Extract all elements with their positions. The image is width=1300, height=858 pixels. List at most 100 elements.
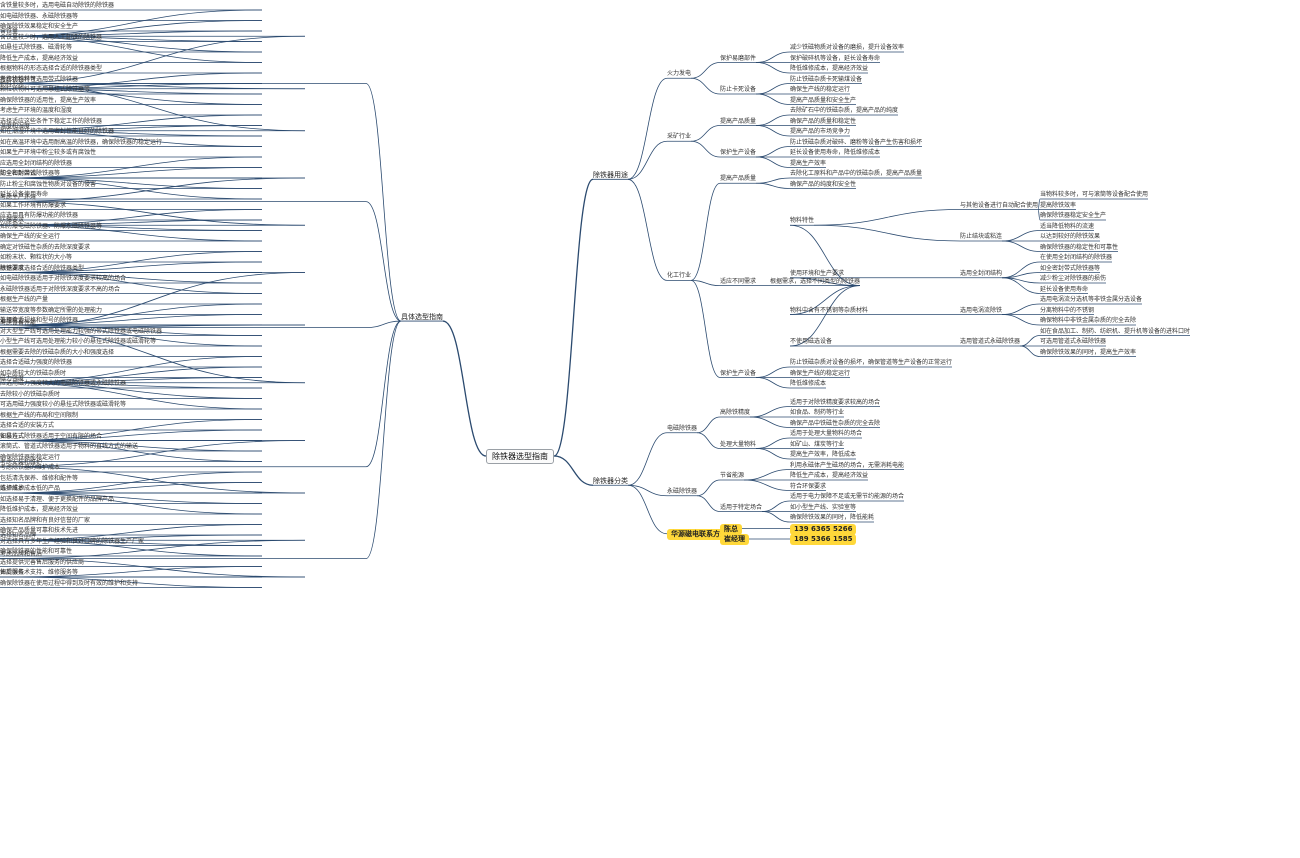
topic-node-109[interactable]: 在使用全封闭结构的除铁器 [1040,253,1112,263]
topic-node-36[interactable]: 如电磁除铁器适用于对除铁深度要求较高的场合 [0,274,262,284]
topic-node-78[interactable]: 保护破碎机等设备，延长设备寿命 [790,54,880,64]
topic-node-43[interactable]: 小型生产线可选用处理能力较小的悬挂式除铁器或磁滑轮等 [0,337,262,347]
topic-node-46[interactable]: 选择合适磁力强度的除铁器 [0,358,262,368]
topic-node-66[interactable]: 选择知名品牌和有良好信誉的厂家 [0,516,262,526]
topic-node-117[interactable]: 确保物料中非铁金属杂质的完全去除 [1040,316,1136,326]
topic-node-145[interactable]: 确保除铁效果的同时，降低能耗 [790,513,874,523]
topic-node-90[interactable]: 防止铁磁杂质对破碎、磨粉等设备产生伤害和损坏 [790,138,922,148]
contact-node-147[interactable]: 陈总 [720,523,742,535]
topic-node-91[interactable]: 延长设备使用寿命，降低维修成本 [790,148,880,158]
topic-node-111[interactable]: 减少粉尘对除铁器的损伤 [1040,274,1106,284]
topic-node-60[interactable]: 包括清洗保养、维修和配件等 [0,474,262,484]
topic-node-131[interactable]: 如食品、制药等行业 [790,408,844,418]
topic-node-16[interactable]: 选择适应这些条件下稳定工作的除铁器 [0,117,262,127]
topic-node-123[interactable]: 保护生产设备 [720,369,756,379]
topic-node-1[interactable]: 考虑物料特性 [0,75,366,85]
topic-node-112[interactable]: 延长设备使用寿命 [1040,285,1088,295]
topic-node-114[interactable]: 选用电涡流除铁 [960,306,1002,316]
topic-node-103[interactable]: 防止结块或粘连 [960,232,1002,242]
topic-node-5[interactable]: 确保除铁效果稳定和安全生产 [0,22,262,32]
topic-node-3[interactable]: 含铁量较多时，选用电磁自动除铁的除铁器 [0,1,262,11]
topic-node-10[interactable]: 根据物料的形态选择合适的除铁器类型 [0,64,262,74]
topic-node-22[interactable]: 应选用全封闭结构的除铁器 [0,159,262,169]
topic-node-13[interactable]: 确保除铁器的适用性，提高生产效率 [0,96,262,106]
topic-node-144[interactable]: 如小型生产线、实验室等 [790,503,856,513]
topic-node-70[interactable]: 售后服务 [0,568,305,578]
topic-node-94[interactable]: 提高产品质量 [720,174,756,184]
topic-node-56[interactable]: 滚筒式、管道式除铁器适用于物料的直线方式的输送 [0,442,262,452]
topic-node-69[interactable]: 确保除铁器的性能和可靠性 [0,547,262,557]
topic-node-34[interactable]: 如粉末状、颗粒状的大小等 [0,253,262,263]
topic-node-33[interactable]: 确定对铁磁性杂质的去除深度要求 [0,243,262,253]
topic-node-136[interactable]: 提高生产效率，降低成本 [790,450,856,460]
topic-node-96[interactable]: 确保产品的纯度和安全性 [790,180,856,190]
topic-node-99[interactable]: 与其他设备进行自动配合使用 [960,201,1038,211]
topic-node-75[interactable]: 火力发电 [667,69,691,79]
topic-node-37[interactable]: 永磁除铁器适用于对除铁深度要求不高的场合 [0,285,262,295]
topic-node-48[interactable]: 应选用磁力强度较大的电磁除铁器或永磁除铁器 [0,379,262,389]
topic-node-108[interactable]: 选用全封闭结构 [960,269,1002,279]
topic-node-41[interactable]: 选择合适规格和型号的除铁器 [0,316,262,326]
topic-node-88[interactable]: 提高产品的市场竞争力 [790,127,850,137]
topic-node-105[interactable]: 以达到较好的除铁效果 [1040,232,1100,242]
topic-node-31[interactable]: 考虑设备性能 [0,319,366,329]
topic-node-11[interactable]: 粉粒状物料可选用带式除铁器 [0,75,262,85]
topic-node-14[interactable]: 温度和湿度 [0,122,305,132]
topic-node-24[interactable]: 防止粉尘和腐蚀性物质对设备的侵害 [0,180,262,190]
topic-node-8[interactable]: 降低生产成本，提高经济效益 [0,54,262,64]
topic-node-27[interactable]: 如果工作环境有防爆要求 [0,201,262,211]
topic-node-4[interactable]: 如电磁除铁器、永磁除铁器等 [0,12,262,22]
topic-node-67[interactable]: 确保产品质量可靠和技术先进 [0,526,262,536]
topic-node-120[interactable]: 如在食品加工、制药、纺织机、提升机等设备的进料口时 [1040,327,1190,337]
topic-node-44[interactable]: 磁力强度 [0,374,305,384]
topic-node-93[interactable]: 化工行业 [667,271,691,281]
topic-node-12[interactable]: 颗粒状物料可选用悬挂式除铁器等 [0,85,262,95]
topic-node-64[interactable]: 考虑品牌和售后 [0,550,366,560]
topic-node-125[interactable]: 确保生产线的稳定运行 [790,369,850,379]
root-topic[interactable]: 除铁器选型指南 [486,449,554,464]
topic-node-21[interactable]: 如果生产环境中粉尘较多或有腐蚀性 [0,148,262,158]
topic-node-2[interactable]: 含铁量 [0,27,305,37]
topic-node-130[interactable]: 适用于对除铁精度要求较高的场合 [790,398,880,408]
topic-node-51[interactable]: 考虑安装和维护 [0,458,366,468]
topic-node-49[interactable]: 去除较小的铁磁杂质时 [0,390,262,400]
topic-node-132[interactable]: 确保产品中铁磁性杂质的完全去除 [790,419,880,429]
topic-node-53[interactable]: 根据生产线的布局和空间限制 [0,411,262,421]
topic-node-89[interactable]: 保护生产设备 [720,148,756,158]
contact-node-150[interactable]: 189 5366 1585 [790,534,857,545]
topic-node-77[interactable]: 减少铁磁物质对设备的磨损，提升设备效率 [790,43,904,53]
contact-node-149[interactable]: 崔经理 [720,534,749,545]
topic-node-140[interactable]: 降低生产成本，提高经济效益 [790,471,868,481]
topic-node-71[interactable]: 选择提供完善售后服务的供应商 [0,558,262,568]
topic-node-100[interactable]: 当物料较多时，可与滚筒等设备配合使用 [1040,190,1148,200]
topic-node-110[interactable]: 如全密封带式除铁器等 [1040,264,1100,274]
topic-node-52[interactable]: 安装方式 [0,432,305,442]
topic-node-28[interactable]: 应选用具有防爆功能的除铁器 [0,211,262,221]
topic-node-83[interactable]: 提高产品质量和安全生产 [790,96,856,106]
topic-node-85[interactable]: 提高产品质量 [720,117,756,127]
topic-node-54[interactable]: 选择合适的安装方式 [0,421,262,431]
topic-node-65[interactable]: 选择知名品牌 [0,531,305,541]
topic-node-104[interactable]: 适当降低物料的流速 [1040,222,1094,232]
topic-node-97[interactable]: 适应不同需求根据需求，选择不同类型的除铁器 [720,277,860,287]
topic-node-102[interactable]: 确保除铁器稳定安全生产 [1040,211,1106,221]
topic-node-139[interactable]: 利用永磁体产生磁场的场合，无需消耗电能 [790,461,904,471]
topic-node-72[interactable]: 如提供技术支持、维修服务等 [0,568,262,578]
topic-node-126[interactable]: 降低维修成本 [790,379,826,389]
topic-node-0[interactable]: 具体选型指南 [401,312,443,322]
topic-node-79[interactable]: 降低维修成本，提高经济效益 [790,64,868,74]
topic-node-61[interactable]: 选择维护成本低的产品 [0,484,262,494]
topic-node-73[interactable]: 确保除铁器在使用过程中得到及时有效的维护和支持 [0,579,262,589]
topic-node-107[interactable]: 使用环境和生产要求 [790,269,844,279]
topic-node-23[interactable]: 如全密封带式除铁器等 [0,169,262,179]
topic-node-19[interactable]: 考虑生产环境 [0,193,366,203]
topic-node-58[interactable]: 维护成本 [0,484,305,494]
contact-node-148[interactable]: 139 6365 5266 [790,523,857,535]
topic-node-7[interactable]: 如悬挂式除铁器、磁滑轮等 [0,43,262,53]
topic-node-92[interactable]: 提高生产效率 [790,159,826,169]
topic-node-9[interactable]: 物料形态 [0,80,305,90]
topic-node-15[interactable]: 考虑生产环境的温度和湿度 [0,106,262,116]
topic-node-128[interactable]: 电磁除铁器 [667,424,697,434]
topic-node-35[interactable]: 根据要求选择合适的除铁器类型 [0,264,262,274]
topic-node-121[interactable]: 可选用管道式永磁除铁器 [1040,337,1106,347]
